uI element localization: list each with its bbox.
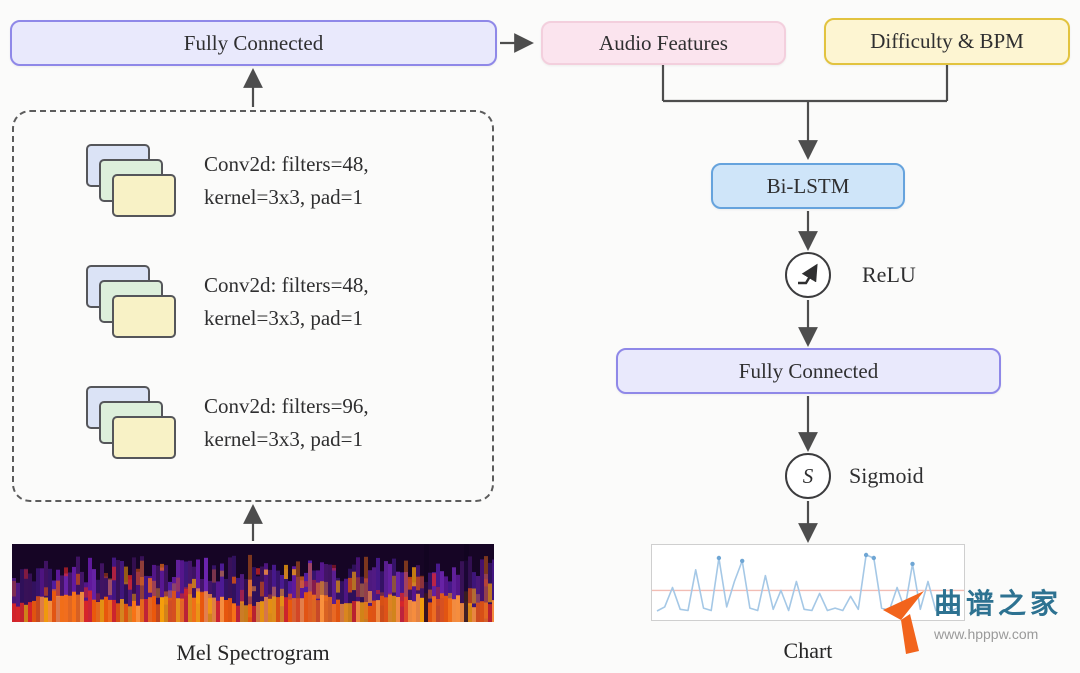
conv-layer-row-3: Conv2d: filters=96, kernel=3x3, pad=1 (86, 375, 486, 471)
node-fully-connected-top: Fully Connected (10, 20, 497, 66)
node-audio-features: Audio Features (541, 21, 786, 65)
node-difficulty-bpm: Difficulty & BPM (824, 18, 1070, 65)
conv-stack-icon (86, 144, 178, 218)
stack-layer-front (112, 416, 176, 459)
sigmoid-label: Sigmoid (849, 463, 924, 488)
relu-curve-icon (798, 263, 818, 285)
conv-label-line2: kernel=3x3, pad=1 (204, 185, 363, 209)
conv-label-line1: Conv2d: filters=96, (204, 394, 369, 418)
conv-layer-label: Conv2d: filters=48, kernel=3x3, pad=1 (204, 269, 369, 335)
conv-label-line2: kernel=3x3, pad=1 (204, 427, 363, 451)
conv-stack-icon (86, 265, 178, 339)
onset-chart-plot (652, 552, 964, 612)
mel-spectrogram (12, 544, 494, 622)
watermark: 曲谱之家 www.hpppw.com (880, 588, 1062, 658)
conv-label-line1: Conv2d: filters=48, (204, 273, 369, 297)
output-chart (651, 544, 965, 621)
chart-caption: Chart (783, 638, 833, 663)
node-bi-lstm: Bi-LSTM (711, 163, 905, 209)
conv-layer-row-1: Conv2d: filters=48, kernel=3x3, pad=1 (86, 133, 486, 229)
stack-layer-front (112, 295, 176, 338)
conv-layer-label: Conv2d: filters=48, kernel=3x3, pad=1 (204, 148, 369, 214)
sigmoid-activation-icon: S (785, 453, 831, 499)
conv-label-line2: kernel=3x3, pad=1 (204, 306, 363, 330)
conv-block-container (12, 110, 494, 502)
sigmoid-symbol: S (802, 463, 814, 488)
conv-stack-icon (86, 386, 178, 460)
conv-label-line1: Conv2d: filters=48, (204, 152, 369, 176)
mel-spectrogram-image (12, 544, 494, 622)
watermark-text: 曲谱之家 www.hpppw.com (934, 588, 1062, 642)
relu-activation-icon (785, 252, 831, 298)
site-name: 曲谱之家 (934, 589, 1063, 620)
node-fully-connected-right: Fully Connected (616, 348, 1001, 394)
site-logo-icon (883, 591, 924, 654)
site-url: www.hpppw.com (934, 626, 1039, 642)
conv-layer-row-2: Conv2d: filters=48, kernel=3x3, pad=1 (86, 254, 486, 350)
relu-label: ReLU (862, 262, 916, 287)
conv-layer-label: Conv2d: filters=96, kernel=3x3, pad=1 (204, 390, 369, 456)
stack-layer-front (112, 174, 176, 217)
mel-spectrogram-caption: Mel Spectrogram (176, 640, 330, 665)
